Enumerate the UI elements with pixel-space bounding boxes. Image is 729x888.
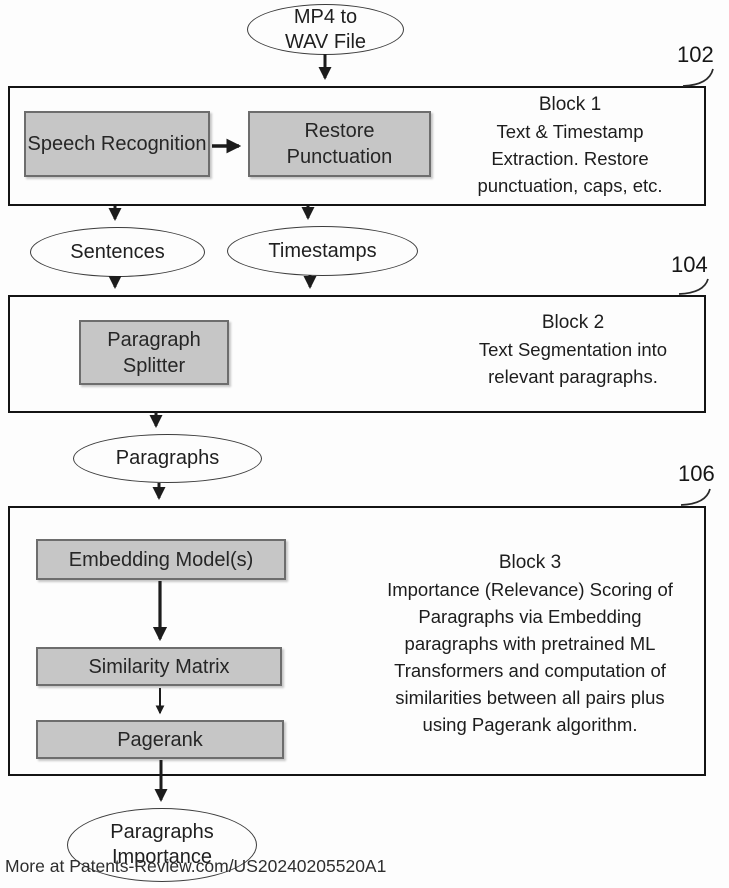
flow-node-paragraphs: Paragraphs	[73, 434, 262, 483]
block1-container: Speech Recognition Restore Punctuation B…	[8, 86, 706, 206]
block1-desc-line: Extraction. Restore	[491, 148, 649, 169]
box-pagerank: Pagerank	[36, 720, 284, 759]
block3-desc-line: using Pagerank algorithm.	[422, 714, 638, 735]
block3-desc-line: Paragraphs via Embedding	[418, 606, 642, 627]
block3-desc-line: similarities between all pairs plus	[395, 687, 665, 708]
flow-node-timestamps: Timestamps	[227, 226, 418, 276]
block2-description: Block 2 Text Segmentation into relevant …	[423, 309, 723, 390]
block3-desc-line: Importance (Relevance) Scoring of	[387, 579, 673, 600]
flow-node-paragraphs-importance: Paragraphs Importance	[67, 808, 257, 882]
block3-desc-line: paragraphs with pretrained ML	[404, 633, 656, 654]
block1-desc-line: Text & Timestamp	[496, 121, 644, 142]
leader-line-104	[678, 278, 709, 295]
result-line2: Importance	[111, 846, 213, 868]
ref-numeral-104: 104	[671, 252, 708, 277]
box-embedding-models: Embedding Model(s)	[36, 539, 286, 580]
flow-node-mp4-line1: MP4 to	[293, 5, 358, 28]
box-restore-punctuation: Restore Punctuation	[248, 111, 431, 177]
ref-numeral-102: 102	[677, 42, 714, 67]
result-line1: Paragraphs	[110, 821, 214, 843]
leader-line-102	[682, 68, 714, 87]
block2-title: Block 2	[541, 312, 605, 333]
box-speech-recognition: Speech Recognition	[24, 111, 210, 177]
block2-desc-line: Text Segmentation into	[478, 339, 668, 360]
block3-title: Block 3	[498, 552, 562, 573]
block3-container: Embedding Model(s) Similarity Matrix Pag…	[8, 506, 706, 776]
ref-numeral-106: 106	[678, 461, 715, 486]
flow-node-mp4-to-wav: MP4 to WAV File	[247, 4, 404, 55]
source-attribution: More at Patents-Review.com/US20240205520…	[5, 856, 387, 876]
block1-title: Block 1	[538, 94, 602, 115]
block1-desc-line: punctuation, caps, etc.	[477, 175, 663, 196]
block3-desc-line: Transformers and computation of	[394, 660, 666, 681]
flow-node-sentences: Sentences	[30, 227, 205, 277]
block3-description: Block 3 Importance (Relevance) Scoring o…	[350, 549, 710, 738]
box-paragraph-splitter: Paragraph Splitter	[79, 320, 229, 385]
leader-line-106	[680, 488, 711, 506]
block1-description: Block 1 Text & Timestamp Extraction. Res…	[420, 91, 720, 199]
box-similarity-matrix: Similarity Matrix	[36, 647, 282, 686]
block2-desc-line: relevant paragraphs.	[488, 366, 658, 387]
block2-container: Paragraph Splitter Block 2 Text Segmenta…	[8, 295, 706, 413]
flow-node-mp4-line2: WAV File	[284, 30, 367, 53]
